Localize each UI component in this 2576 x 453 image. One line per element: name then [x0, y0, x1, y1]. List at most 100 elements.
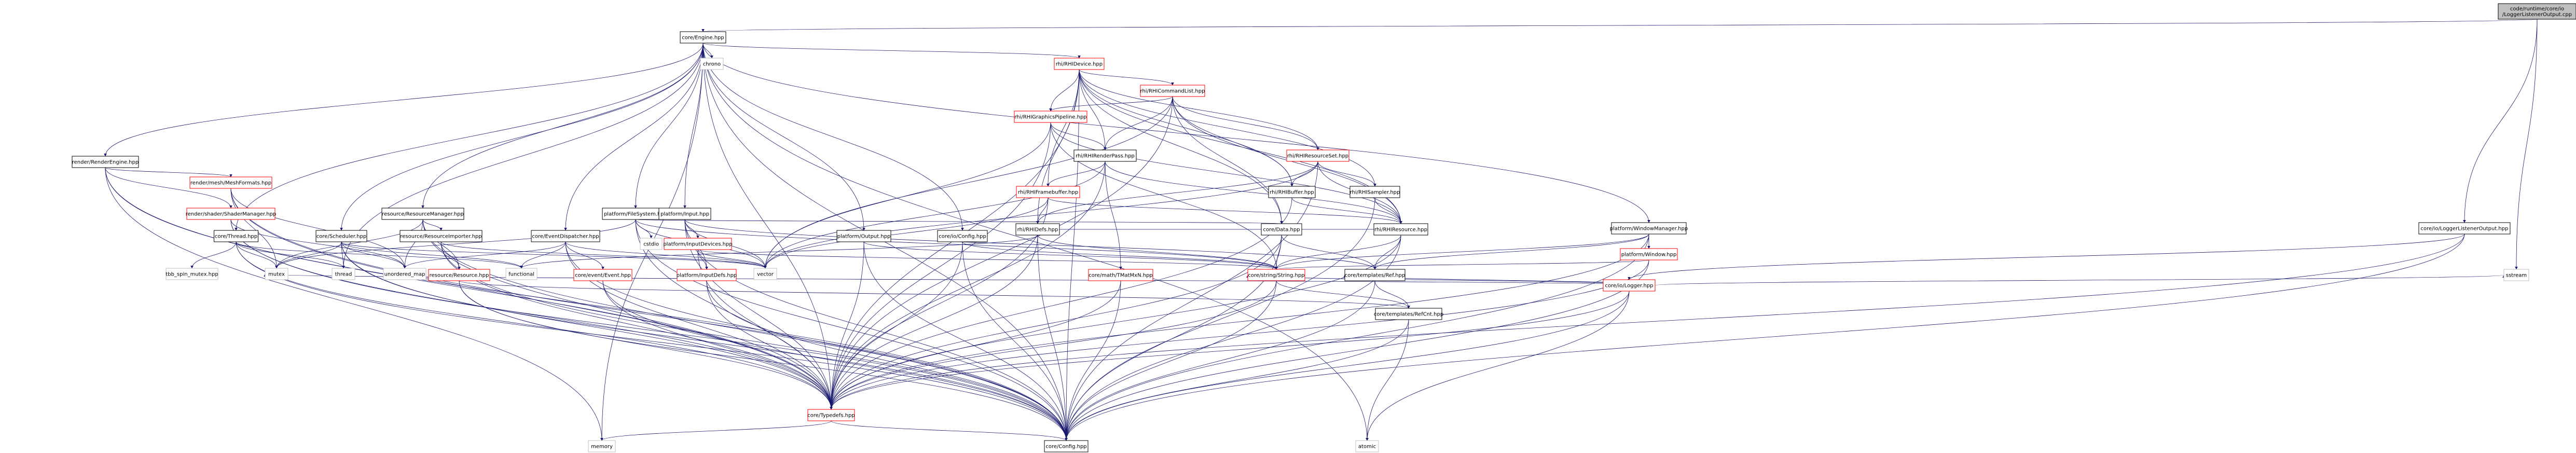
edge-eventdispatcher-to-typedefs: [565, 241, 833, 410]
node-filesystem[interactable]: platform/FileSystem.hpp: [602, 208, 669, 220]
node-renderengine[interactable]: render/RenderEngine.hpp: [72, 156, 139, 168]
node-scheduler[interactable]: core/Scheduler.hpp: [315, 230, 367, 242]
edge-resmanager-to-resimporter: [422, 219, 443, 231]
node-resimporter[interactable]: resource/ResourceImporter.hpp: [400, 230, 483, 242]
node-output[interactable]: platform/Output.hpp: [836, 230, 891, 242]
node-box: [664, 238, 732, 250]
edge-thread_hpp-to-tbb: [190, 241, 237, 269]
node-rhiresource[interactable]: rhi/RHIResource.hpp: [1373, 223, 1428, 236]
node-functional: functional: [505, 268, 538, 280]
node-thread_hpp[interactable]: core/Thread.hpp: [214, 230, 258, 242]
edge-rhicmdlist-to-rhibuffer: [1172, 96, 1293, 187]
node-box: [1344, 269, 1406, 281]
edge-windowmanager-to-string: [1275, 234, 1649, 270]
edge-rhidevice-to-rhigfxpipeline: [1049, 69, 1080, 112]
edge-rhidefs-to-functional: [520, 235, 1038, 269]
node-box: [1611, 222, 1687, 235]
edge-engine-to-typedefs: [702, 43, 833, 410]
edge-rhiresource-to-typedefs: [830, 235, 1401, 410]
node-typedefs[interactable]: core/Typedefs.hpp: [807, 409, 855, 421]
node-refcnt[interactable]: core/templates/RefCnt.hpp: [1374, 308, 1443, 320]
edge-rhigfxpipeline-to-typedefs: [830, 122, 1051, 410]
node-inputdevices[interactable]: platform/InputDevices.hpp: [663, 238, 733, 250]
edge-resimporter-to-resource: [440, 241, 461, 270]
node-event[interactable]: core/event/Event.hpp: [573, 269, 632, 281]
node-windowmanager[interactable]: platform/WindowManager.hpp: [1610, 222, 1688, 235]
node-engine[interactable]: core/Engine.hpp: [680, 31, 726, 44]
node-rhigfxpipeline[interactable]: rhi/RHIGraphicsPipeline.hpp: [1014, 111, 1087, 123]
edge-windowmanager-to-ref: [1373, 234, 1649, 270]
node-sstream: sstream: [2503, 269, 2529, 281]
node-rhidevice[interactable]: rhi/RHIDevice.hpp: [1054, 58, 1105, 70]
node-eventdispatcher[interactable]: core/EventDispatcher.hpp: [531, 230, 600, 242]
node-label: core/Typedefs.hpp: [807, 413, 855, 419]
node-box: [189, 176, 272, 189]
edge-shadermanager-to-typedefs: [230, 219, 833, 410]
node-meshformats[interactable]: render/mesh/MeshFormats.hpp: [189, 176, 272, 189]
node-memory: memory: [588, 440, 616, 452]
edge-rhigfxpipeline-to-rhiresource: [1050, 122, 1402, 224]
node-tmvmath[interactable]: core/math/TMatMxN.hpp: [1088, 269, 1153, 281]
edge-engine-to-rhidevice: [702, 43, 1081, 59]
node-input[interactable]: platform/Input.hpp: [658, 208, 711, 220]
node-config[interactable]: core/Config.hpp: [1044, 440, 1089, 452]
node-rhiframebuffer[interactable]: rhi/RHIFramebuffer.hpp: [1016, 186, 1080, 198]
edge-logger-to-sstream: [1655, 274, 2505, 286]
node-shadermanager[interactable]: render/shader/ShaderManager.hpp: [186, 208, 277, 220]
node-box: [700, 58, 724, 70]
node-ref[interactable]: core/templates/Ref.hpp: [1344, 269, 1406, 281]
edge-scheduler-to-mutex: [275, 241, 342, 269]
node-coredata[interactable]: core/Data.hpp: [1261, 223, 1302, 236]
edge-engine-to-ioconfig: [702, 43, 964, 231]
edge-rhidevice-to-rhisampler: [1079, 69, 1376, 187]
node-label: platform/WindowManager.hpp: [1610, 226, 1688, 232]
edges-layer: [104, 19, 2538, 441]
node-ioconfig[interactable]: core/io/Config.hpp: [937, 230, 988, 242]
node-box: [2498, 3, 2576, 20]
edge-eventdispatcher-to-functional: [520, 241, 566, 269]
edge-rhidevice-to-rhiresourceset: [1079, 69, 1319, 150]
node-label: core/io/Config.hpp: [939, 234, 986, 240]
node-atomic: atomic: [1355, 440, 1379, 452]
edge-root-to-listeneroutput: [2463, 19, 2538, 223]
node-label: rhi/RHICommandList.hpp: [1140, 89, 1205, 94]
edge-event-to-typedefs: [602, 280, 833, 410]
node-rhirenderpass[interactable]: rhi/RHIRenderPass.hpp: [1073, 149, 1137, 162]
node-string[interactable]: core/string/String.hpp: [1247, 269, 1305, 281]
node-box: [1088, 269, 1153, 281]
edge-resmanager-to-config: [422, 219, 1068, 441]
node-resmanager[interactable]: resource/ResourceManager.hpp: [381, 208, 464, 220]
edge-resmanager-to-typedefs: [422, 219, 833, 410]
node-box: [72, 156, 139, 168]
nodes-layer: code/runtime/core/io/LoggerListenerOutpu…: [72, 3, 2576, 452]
edge-meshformats-to-mutex: [230, 188, 278, 269]
edge-logger-to-typedefs: [830, 291, 1630, 410]
node-box: [214, 230, 258, 242]
edge-engine-to-renderengine: [104, 43, 704, 157]
node-label: atomic: [1358, 444, 1376, 450]
node-root[interactable]: code/runtime/core/io/LoggerListenerOutpu…: [2498, 3, 2576, 20]
edge-resmanager-to-unordered_map: [403, 219, 423, 269]
node-label: rhi/RHIBuffer.hpp: [1270, 190, 1314, 196]
node-rhidefs[interactable]: rhi/RHIDefs.hpp: [1015, 223, 1060, 236]
node-logger[interactable]: core/io/Logger.hpp: [1603, 279, 1656, 292]
node-window[interactable]: platform/Window.hpp: [1620, 248, 1678, 260]
node-resource[interactable]: resource/Resource.hpp: [428, 269, 490, 281]
node-label: render/RenderEngine.hpp: [72, 160, 139, 166]
edge-resource-to-refcnt: [459, 280, 1410, 309]
node-label: core/io/Logger.hpp: [1605, 283, 1653, 289]
edge-thread_hpp-to-config: [236, 241, 1068, 441]
node-inputdefs[interactable]: platform/InputDefs.hpp: [677, 269, 737, 281]
node-box: [1014, 111, 1087, 123]
edge-rhicmdlist-to-coredata: [1172, 96, 1283, 224]
node-rhisampler[interactable]: rhi/RHISampler.hpp: [1349, 186, 1400, 198]
edge-thread_hpp-to-thread: [236, 241, 345, 269]
node-rhibuffer[interactable]: rhi/RHIBuffer.hpp: [1268, 186, 1316, 198]
node-label: core/Data.hpp: [1263, 227, 1300, 233]
node-rhiresourceset[interactable]: rhi/RHIResourceSet.hpp: [1286, 149, 1349, 162]
node-rhicmdlist[interactable]: rhi/RHICommandList.hpp: [1140, 85, 1205, 97]
node-box: [2418, 222, 2511, 235]
node-label: unordered_map: [384, 272, 425, 278]
node-box: [753, 268, 777, 280]
node-listeneroutput[interactable]: core/io/LoggerListenerOutput.hpp: [2418, 222, 2511, 235]
